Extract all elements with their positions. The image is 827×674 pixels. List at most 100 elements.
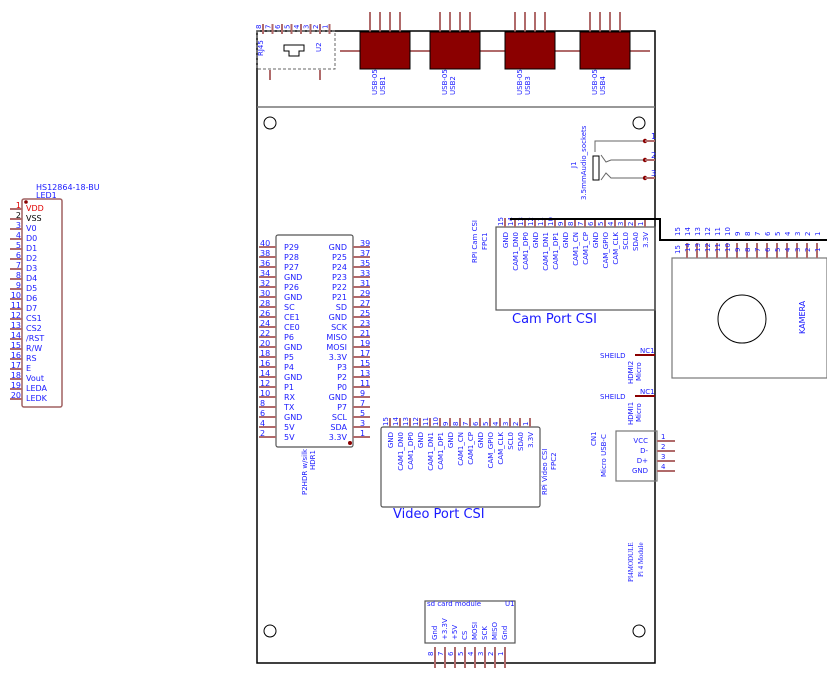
csi-pin-number: 3 xyxy=(502,422,510,426)
header-pin-number: 14 xyxy=(260,369,270,378)
hdmi-nc-label: NC1 xyxy=(640,347,655,355)
sd-pin-number: 4 xyxy=(467,651,475,656)
csi-pin-number: 6 xyxy=(587,221,595,226)
header-pin-number: 28 xyxy=(260,299,270,308)
header-part: P2HDR w/silk xyxy=(301,448,309,495)
kamera-net-number: 6 xyxy=(764,231,772,236)
lcd-pin-name: /RST xyxy=(26,334,44,343)
header-pin-number: 12 xyxy=(260,379,270,388)
csi-pin-number: 9 xyxy=(442,422,450,426)
csi-pin-number: 8 xyxy=(567,222,575,226)
header-pin-number: 18 xyxy=(260,349,270,358)
csi-pin-name: CAM_CLK xyxy=(612,232,620,265)
csi-pin-name: SDA0 xyxy=(632,232,640,251)
cam-part: RPI Cam CSI xyxy=(471,220,479,263)
usbc-part: Micro USB-C xyxy=(600,434,608,477)
csi-pin-number: 9 xyxy=(557,222,565,226)
header-pin-number: 29 xyxy=(360,289,370,298)
kamera-pin-number: 8 xyxy=(744,248,752,252)
csi-pin-number: 10 xyxy=(432,417,440,426)
csi-pin-name: GND xyxy=(532,232,540,248)
header-pin-name: P29 xyxy=(284,243,299,252)
header-pin-name: MISO xyxy=(326,333,347,342)
kamera-net-number: 1 xyxy=(814,232,822,236)
header-pin-name: P1 xyxy=(284,383,294,392)
csi-pin-name: CAM1_CP xyxy=(582,232,590,265)
csi-pin-name: SCL0 xyxy=(507,432,515,450)
header-pin-number: 1 xyxy=(360,429,365,438)
kamera-pin-number: 14 xyxy=(684,243,692,252)
header-pin-name: P22 xyxy=(332,283,347,292)
lcd-pin-number: 1 xyxy=(16,201,21,210)
sd-pin-name: +5V xyxy=(451,625,459,640)
header-pin-name: P24 xyxy=(332,263,347,272)
usbc-pin-name: GND xyxy=(632,467,648,475)
header-pin-name: SDA xyxy=(330,423,347,432)
usbc-pin-number: 3 xyxy=(661,453,665,461)
kamera-net-number: 7 xyxy=(754,232,762,236)
sd-pin-name: Gnd xyxy=(501,626,509,640)
header-pin-name: P0 xyxy=(337,383,347,392)
kamera-net-number: 8 xyxy=(744,232,752,236)
rj45-pin-number: 4 xyxy=(293,24,301,29)
sd-pin-name: Gnd xyxy=(431,626,439,640)
kamera-net-number: 5 xyxy=(774,232,782,236)
header-pin-number: 39 xyxy=(360,239,370,248)
mounting-hole-icon xyxy=(632,116,646,130)
lcd-pin-name: RS xyxy=(26,354,37,363)
sd-pin-name: CS xyxy=(461,630,469,640)
header-pin-name: TX xyxy=(283,403,295,412)
header-pin-name: P7 xyxy=(337,403,347,412)
kamera-pin-number: 2 xyxy=(804,248,812,252)
kamera-pin-number: 10 xyxy=(724,243,732,252)
lcd-pin-name: CS2 xyxy=(26,324,42,333)
sd-pin-name: MOSI xyxy=(471,622,479,640)
usb-body xyxy=(504,31,556,70)
lcd-pin-number: 14 xyxy=(11,331,21,340)
header-pin-name: SC xyxy=(284,303,295,312)
header-pin-number: 33 xyxy=(360,269,370,278)
header-pin-number: 23 xyxy=(360,319,370,328)
csi-pin-number: 14 xyxy=(507,217,515,226)
csi-pin-name: GND xyxy=(447,432,455,448)
header-pin-name: MOSI xyxy=(326,343,347,352)
usb-part: USB-05 xyxy=(516,69,524,95)
header-pin-number: 8 xyxy=(260,399,265,408)
header-pin-name: GND xyxy=(284,293,302,302)
usbc-pin-name: VCC xyxy=(633,437,648,445)
sdcard-component: sd card module U1 Gnd8+3.3V7+5V6CS5MOSI4… xyxy=(424,600,516,668)
usb-ref: USB1 xyxy=(379,76,387,95)
audio-part: 3.5mmAudio_sockets xyxy=(580,125,588,200)
header-pin-number: 3 xyxy=(360,419,365,428)
lcd-pin-name: D6 xyxy=(26,294,37,303)
header-pin-number: 24 xyxy=(260,319,270,328)
csi-pin-number: 11 xyxy=(422,417,430,426)
pi4-part: Pi 4 Module xyxy=(637,542,645,577)
header-pin-number: 4 xyxy=(260,419,265,428)
header-pin-name: 5V xyxy=(284,433,295,442)
mounting-hole-icon xyxy=(263,624,277,638)
csi-pin-name: GND xyxy=(502,232,510,248)
mounting-hole-icon xyxy=(632,624,646,638)
csi-pin-number: 12 xyxy=(412,417,420,426)
csi-pin-number: 1 xyxy=(637,222,645,226)
rj45-ref: U2 xyxy=(315,42,323,52)
hdmi-pin-name: SHEILD xyxy=(600,393,625,401)
kamera-net-number: 10 xyxy=(724,227,732,236)
lcd-pin-number: 18 xyxy=(11,371,21,380)
rj45-pin-number: 7 xyxy=(265,25,273,29)
video-title: Video Port CSI xyxy=(393,507,485,522)
sd-pin-number: 1 xyxy=(497,652,505,656)
csi-pin-name: CAM1_DP1 xyxy=(552,232,560,270)
csi-pin-name: CAM1_DN0 xyxy=(397,432,405,471)
sd-pin-number: 6 xyxy=(447,651,455,656)
lcd-pin-number: 20 xyxy=(11,391,21,400)
header-pin-name: SD xyxy=(336,303,347,312)
lcd-ref: LED1 xyxy=(36,191,57,200)
header-pin-number: 10 xyxy=(260,389,270,398)
